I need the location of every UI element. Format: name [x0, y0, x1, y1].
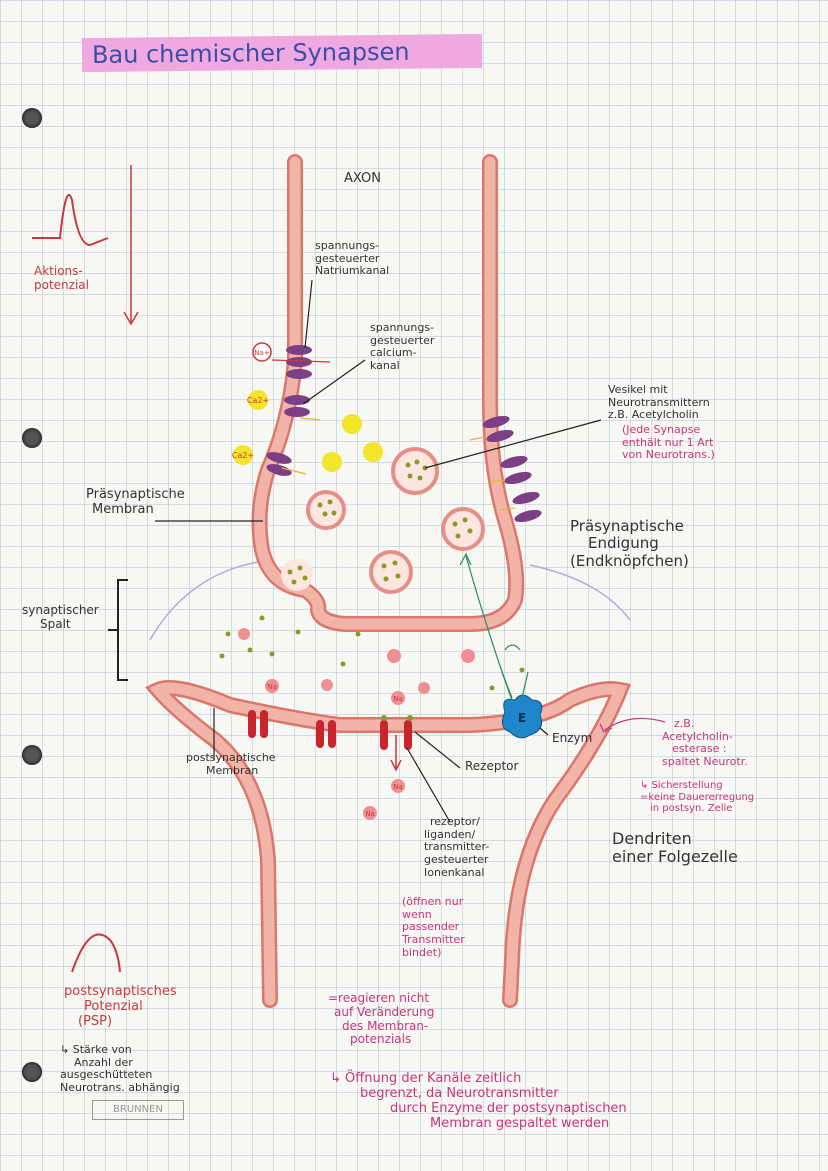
- cleft-bracket: [108, 579, 128, 681]
- svg-text:Na: Na: [393, 695, 403, 703]
- na-channel: [286, 345, 312, 379]
- down-arrow-icon: [123, 165, 139, 326]
- binder-hole: [22, 1062, 42, 1082]
- ca-ion: Ca2+: [247, 390, 269, 410]
- svg-text:Na: Na: [393, 783, 403, 791]
- esterase-pointer-icon: [599, 717, 666, 733]
- svg-text:Na: Na: [267, 683, 277, 691]
- ion-flow-arrow-icon: [390, 735, 402, 772]
- cleft-ions: [238, 628, 475, 694]
- reuptake-arrows: [459, 552, 529, 701]
- axon-label: AXON: [344, 171, 381, 186]
- ca-ion: Ca2+: [232, 445, 254, 465]
- binder-hole: [22, 108, 42, 128]
- action-potential-icon: [32, 193, 109, 247]
- esterase-note: z.B.Acetylcholin-esterase :spaltet Neuro…: [662, 717, 748, 768]
- na-ion-cleft: Na Na Na Na: [265, 679, 405, 820]
- receptor-label: Rezeptor: [465, 759, 519, 773]
- vesicles: [281, 447, 485, 594]
- psp-curve-icon: [71, 933, 121, 973]
- postsynaptic-membrane: [145, 679, 632, 1008]
- bound-transmitter: [381, 715, 413, 721]
- calcium-inside: [322, 414, 383, 472]
- ca-channel: [266, 395, 310, 476]
- svg-text:Ca2+: Ca2+: [232, 451, 254, 460]
- brunnen-logo: BRUNNEN: [92, 1100, 184, 1120]
- binder-hole: [22, 745, 42, 765]
- enzyme-label: Enzym: [552, 731, 593, 745]
- enzyme-icon: E: [501, 694, 543, 739]
- aktionspotenzial-label: Aktions-potenzial: [34, 264, 89, 292]
- receptor-channels: [248, 710, 412, 750]
- transmitter-molecules: [219, 459, 525, 691]
- ion-channel-label: rezeptor/liganden/transmitter-gesteuerte…: [424, 815, 490, 879]
- svg-text:Ca2+: Ca2+: [247, 396, 269, 405]
- na-ion: Na+: [252, 342, 272, 362]
- na-arrow-icon: [271, 359, 331, 363]
- svg-text:Na: Na: [365, 810, 375, 818]
- svg-text:E: E: [518, 711, 526, 725]
- svg-text:Na+: Na+: [254, 349, 270, 357]
- pointer-lines: [155, 279, 602, 823]
- postsynaptic-outline: [149, 559, 631, 641]
- binder-hole: [22, 428, 42, 448]
- ca-channel-right: [482, 415, 542, 523]
- influx-arrows: [281, 417, 516, 511]
- presynaptic-membrane: [251, 154, 525, 632]
